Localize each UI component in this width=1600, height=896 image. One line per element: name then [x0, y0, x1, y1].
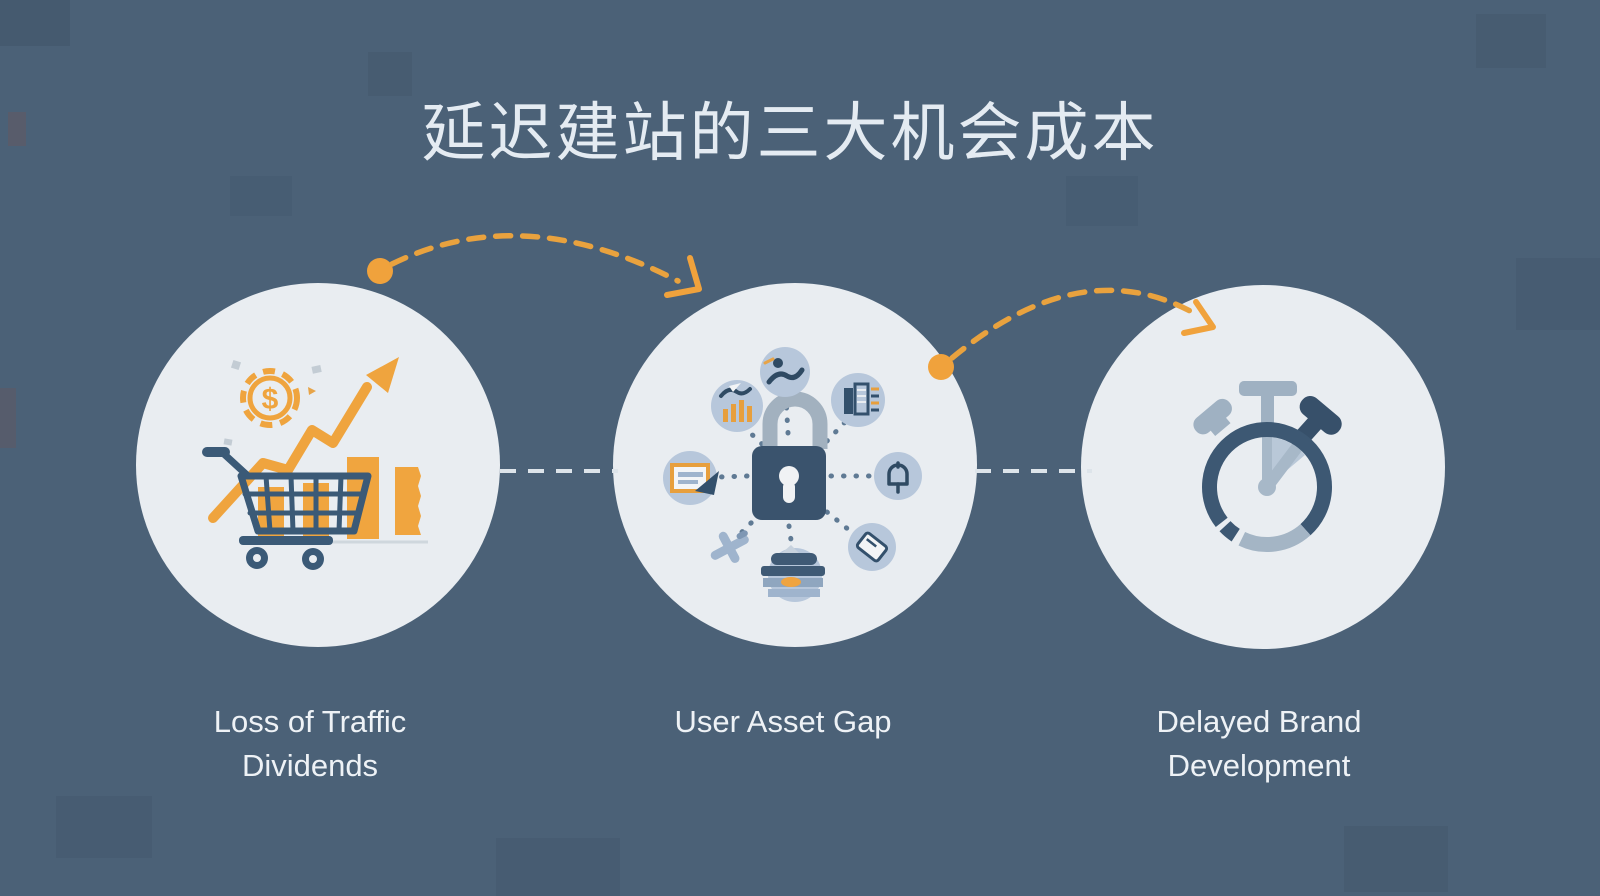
caption-brand-development: Delayed Brand Development: [1029, 700, 1489, 788]
network-dotted-links: [716, 396, 874, 550]
dollar-coin-icon: $: [240, 368, 300, 428]
bg-texture-patch: [1344, 826, 1448, 892]
page-title: 延迟建站的三大机会成本: [421, 97, 1159, 169]
trend-arrow-icon: [208, 357, 399, 523]
bg-texture-patch: [368, 52, 412, 96]
bg-texture-patch: [56, 796, 152, 858]
bg-texture-patch: [0, 0, 70, 46]
stopwatch-icon: [1193, 381, 1342, 552]
bg-texture-patch: [230, 176, 292, 216]
bg-texture-patch: [1476, 14, 1546, 68]
caption-line: User Asset Gap: [674, 704, 892, 739]
satellite-chart-icon: [711, 380, 763, 432]
satellite-plane-icon: [710, 530, 749, 563]
caption-traffic-dividends: Loss of Traffic Dividends: [80, 700, 540, 788]
padlock-icon: [752, 391, 828, 520]
stopwatch-ring: [1202, 422, 1332, 552]
caption-user-asset-gap: User Asset Gap: [553, 700, 1013, 744]
bg-texture-patch: [1066, 176, 1138, 226]
satellite-note-pen-icon: [663, 451, 719, 505]
dollar-symbol: $: [262, 383, 279, 416]
card-traffic-dividends: $: [136, 283, 500, 647]
caption-line: Loss of Traffic: [213, 704, 407, 739]
caption-line: Delayed Brand: [1156, 704, 1362, 739]
bg-texture-patch: [0, 388, 16, 448]
bg-texture-patch: [496, 838, 620, 896]
lock-network-icon: [663, 347, 922, 602]
satellite-bell-icon: [874, 452, 922, 500]
caption-line: Development: [1167, 748, 1351, 783]
bg-texture-patch: [8, 112, 26, 146]
satellite-document-icon: [831, 373, 885, 427]
stopwatch-center-dot: [1258, 478, 1276, 496]
cart-growth-chart-icon: $: [202, 357, 428, 570]
bg-texture-patch: [1516, 258, 1600, 330]
card-brand-development: [1081, 285, 1445, 649]
stopwatch-minute-hand: [1261, 436, 1307, 493]
satellite-wallet-icon: [761, 545, 825, 602]
card-user-asset-gap: [613, 283, 977, 647]
stopwatch-left-button: [1193, 398, 1232, 437]
satellite-card-icon: [848, 523, 896, 571]
shopping-cart-icon: [202, 447, 372, 570]
caption-line: Dividends: [241, 748, 379, 783]
satellite-person-icon: [760, 347, 810, 397]
